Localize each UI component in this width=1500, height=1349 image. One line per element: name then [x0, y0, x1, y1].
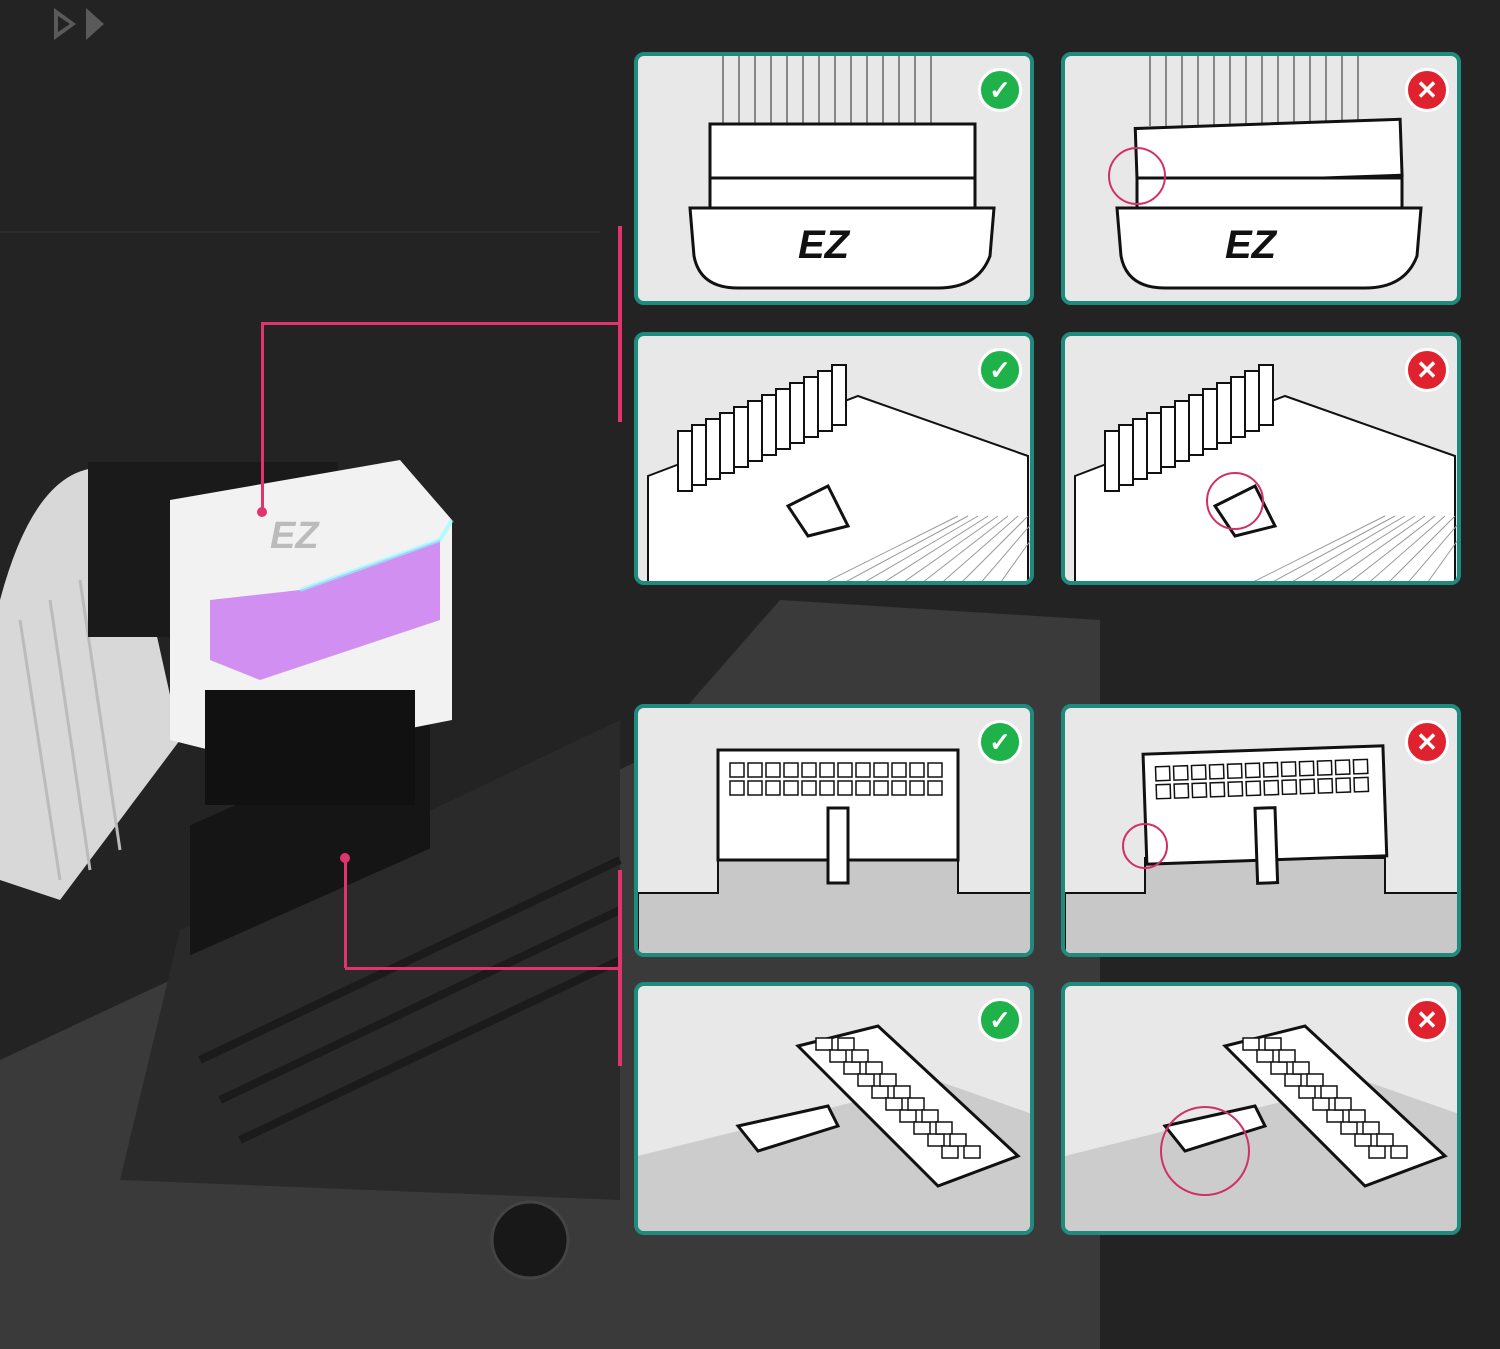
- check-icon: ✓: [978, 348, 1022, 392]
- guide-panel-incorrect: ✕: [1061, 332, 1461, 585]
- guide-panel-correct: ✓: [634, 704, 1034, 957]
- connector-illustration: [647, 364, 1030, 581]
- connector-illustration: [1065, 1024, 1457, 1231]
- connector-illustration: EZ: [1108, 56, 1423, 290]
- callout-dot: [257, 507, 267, 517]
- connector-logo: EZ: [1225, 223, 1278, 267]
- callout-dot: [340, 853, 350, 863]
- guide-panel-incorrect: EZ ✕: [1061, 52, 1461, 305]
- x-icon: ✕: [1405, 68, 1449, 112]
- check-icon: ✓: [978, 998, 1022, 1042]
- callout-line: [261, 322, 264, 512]
- guide-panel-incorrect: ✕: [1061, 704, 1461, 957]
- connector-illustration: EZ: [688, 56, 996, 290]
- connector-logo: EZ: [798, 223, 851, 267]
- callout-line: [344, 858, 347, 968]
- guide-panel-incorrect: ✕: [1061, 982, 1461, 1235]
- callout-line: [345, 967, 620, 970]
- callout-line: [618, 226, 622, 422]
- x-icon: ✕: [1405, 348, 1449, 392]
- x-icon: ✕: [1405, 998, 1449, 1042]
- product-logo: EZ: [270, 515, 320, 557]
- connector-illustration: [1065, 744, 1457, 953]
- connector-illustration: [1074, 364, 1457, 581]
- connector-illustration: [638, 1024, 1030, 1231]
- play-forward-icon: [54, 8, 104, 40]
- callout-line: [618, 870, 622, 1066]
- guide-panel-correct: ✓: [634, 332, 1034, 585]
- guide-panel-correct: ✓: [634, 982, 1034, 1235]
- connector-illustration: [638, 748, 1030, 953]
- check-icon: ✓: [978, 720, 1022, 764]
- check-icon: ✓: [978, 68, 1022, 112]
- guide-panel-correct: EZ ✓: [634, 52, 1034, 305]
- callout-line: [262, 322, 620, 325]
- x-icon: ✕: [1405, 720, 1449, 764]
